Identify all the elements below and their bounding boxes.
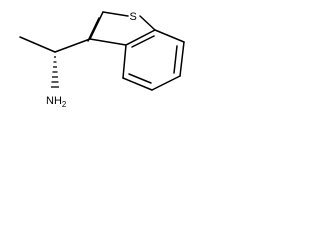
bond-c6-c5 [151,75,181,91]
amine-label-main: NH [46,95,62,107]
bond-c7-c6-double [173,45,178,74]
bond-chiral-methyl [19,36,56,53]
ethylamine-side-chain [19,36,91,88]
bond-c5-c4-double [128,73,152,84]
bond-c4-c3a [122,44,127,79]
bond-c7a-c7 [154,29,185,43]
bond-c2-c3 [89,11,104,40]
benzene-ring [122,29,185,91]
amine-atom-label: NH2 [46,95,67,109]
bond-c3a-c7a-double [131,35,155,48]
bond-s-c7a [139,15,156,31]
hashed-wedge-bond [51,56,59,88]
bond-c3-c3a [89,38,127,46]
thiophene-ring [87,11,156,46]
bond-c2-c3-double [87,17,100,42]
bond-c7-c6 [179,41,185,77]
bond-c5-c4 [122,77,153,91]
bond-c3-chiral [54,38,91,53]
amine-label-subscript: 2 [62,100,67,109]
bond-s-c2 [102,11,129,17]
bond-c3a-c7a [125,29,156,46]
molecular-structure: S NH2 [19,11,185,109]
sulfur-atom-label: S [130,11,137,23]
